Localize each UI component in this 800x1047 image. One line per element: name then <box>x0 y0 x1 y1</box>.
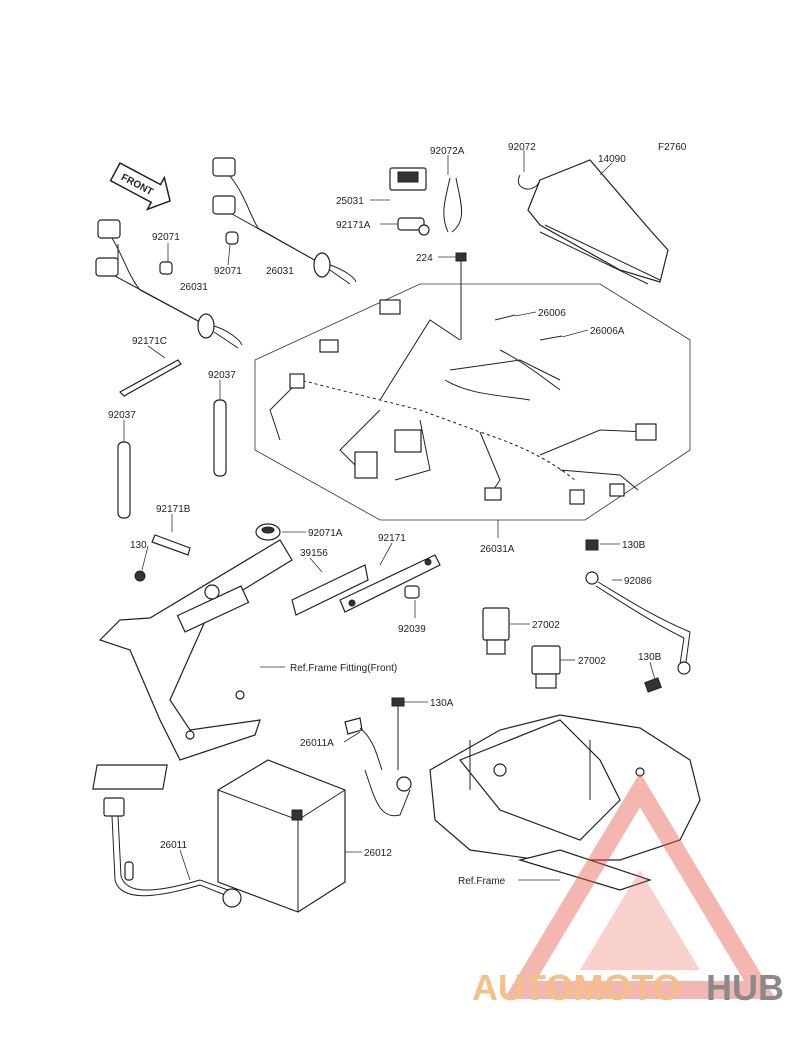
label-26006A: 26006A <box>590 326 625 337</box>
relay-27002-b <box>531 645 561 689</box>
label-26031-lower: 26031 <box>180 282 208 293</box>
lead-26011 <box>103 797 242 908</box>
pad-39156 <box>291 564 369 616</box>
ref-frame: Ref.Frame <box>458 876 506 887</box>
label-92171A: 92171A <box>336 220 371 231</box>
label-14090: 14090 <box>598 154 626 165</box>
diagram-code: F2760 <box>658 142 687 153</box>
label-92071A: 92071A <box>308 528 343 539</box>
label-92171C: 92171C <box>132 336 167 347</box>
bolt-130B-upper <box>585 539 599 551</box>
label-26011A: 26011A <box>300 738 334 749</box>
label-92072A: 92072A <box>430 146 465 157</box>
band-92171B <box>151 534 191 556</box>
label-130A: 130A <box>430 698 454 709</box>
band-92037-left <box>117 441 131 519</box>
relay-25031 <box>389 167 427 191</box>
label-130B-lower: 130B <box>638 652 662 663</box>
label-92037-right: 92037 <box>208 370 236 381</box>
label-92171B: 92171B <box>156 504 191 515</box>
label-26031A: 26031A <box>480 544 515 555</box>
grommet-92071A <box>255 523 281 541</box>
label-92072: 92072 <box>508 142 536 153</box>
clip-92039 <box>404 585 420 599</box>
ref-frame-fitting-front: Ref.Frame Fitting(Front) <box>290 663 397 674</box>
cable-92086 <box>585 571 691 675</box>
band-92072A <box>443 177 462 233</box>
cable-26011A <box>344 717 412 817</box>
label-92071-left: 92071 <box>152 232 180 243</box>
label-92171: 92171 <box>378 533 406 544</box>
watermark-text-hub: HUB <box>706 967 784 1008</box>
main-harness-26031A <box>254 283 691 521</box>
label-130B-upper: 130B <box>622 540 646 551</box>
clamp-92171A <box>397 217 430 236</box>
cover-14090 <box>527 159 669 285</box>
label-25031: 25031 <box>336 196 364 207</box>
label-27002-upper: 27002 <box>532 620 560 631</box>
clamp-92171C <box>119 359 182 397</box>
frame-front-bracket <box>98 539 293 761</box>
label-39156: 39156 <box>300 548 328 559</box>
front-arrow-icon: FRONT <box>109 162 171 211</box>
bolt-224 <box>455 252 467 340</box>
label-26012: 26012 <box>364 848 392 859</box>
battery-26012 <box>92 759 346 913</box>
frame-rear <box>429 714 701 891</box>
label-224: 224 <box>416 253 433 264</box>
label-26031-upper: 26031 <box>266 266 294 277</box>
label-27002-lower: 27002 <box>578 656 606 667</box>
relay-27002-a <box>482 607 510 655</box>
label-26006: 26006 <box>538 308 566 319</box>
sub-harness-left <box>95 219 243 349</box>
bolt-130B-lower <box>644 677 662 693</box>
label-92086: 92086 <box>624 576 652 587</box>
band-92037-right <box>213 399 227 477</box>
leader-lines <box>123 150 656 881</box>
bracket-92171 <box>339 554 441 613</box>
bolt-130A <box>391 697 405 770</box>
watermark-text-auto: AUTOMOTO <box>472 967 681 1008</box>
label-130: 130 <box>130 540 147 551</box>
watermark-logo: AUTOMOTO HUB <box>472 772 784 1008</box>
label-92037-left: 92037 <box>108 410 136 421</box>
sub-harness-upper <box>212 157 357 285</box>
label-92039: 92039 <box>398 624 426 635</box>
bolt-130 <box>134 570 146 582</box>
label-92071-right: 92071 <box>214 266 242 277</box>
label-26011: 26011 <box>160 840 188 851</box>
